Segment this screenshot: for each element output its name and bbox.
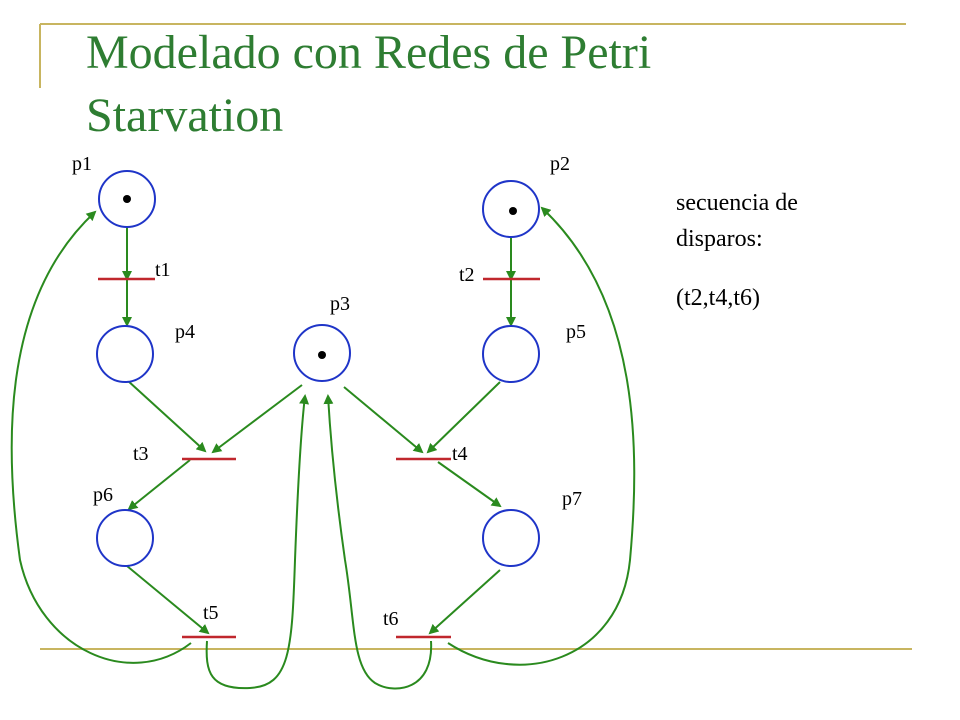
label-t3: t3	[133, 443, 149, 465]
label-t4: t4	[452, 443, 468, 465]
sequence-label-line1: secuencia de	[676, 190, 798, 216]
arc-t5-p3	[205, 394, 310, 690]
arc-t3-p6	[127, 459, 191, 511]
place-p6	[96, 509, 154, 567]
arc-p7-t6	[428, 569, 501, 635]
label-t6: t6	[383, 608, 399, 630]
token-p2	[509, 207, 517, 215]
arc-t5-p1	[10, 210, 192, 664]
label-p1: p1	[72, 153, 92, 175]
sequence-label-line2: disparos:	[676, 226, 763, 252]
arc-t4-p7	[437, 461, 502, 508]
sequence-value: (t2,t4,t6)	[676, 285, 760, 311]
slide-title: Modelado con Redes de Petri	[86, 26, 652, 79]
arc-p6-t5	[126, 565, 210, 635]
place-p7	[482, 509, 540, 567]
slide-subtitle: Starvation	[86, 89, 284, 142]
arc-p4-t3	[126, 379, 207, 453]
label-p5: p5	[566, 321, 586, 343]
arc-t6-p3	[323, 394, 433, 690]
arc-p3-t3	[211, 384, 303, 454]
arc-p5-t4	[426, 381, 501, 454]
label-t5: t5	[203, 602, 219, 624]
label-t2: t2	[459, 264, 475, 286]
label-p2: p2	[550, 153, 570, 175]
label-p3: p3	[330, 293, 350, 315]
arc-t6-p2	[447, 206, 636, 666]
label-p6: p6	[93, 484, 113, 506]
label-p4: p4	[175, 321, 195, 343]
token-p3	[318, 351, 326, 359]
place-p4	[96, 325, 154, 383]
arc-p3-t4	[343, 386, 424, 454]
token-p1	[123, 195, 131, 203]
label-t1: t1	[155, 259, 171, 281]
label-p7: p7	[562, 488, 582, 510]
place-p5	[482, 325, 540, 383]
